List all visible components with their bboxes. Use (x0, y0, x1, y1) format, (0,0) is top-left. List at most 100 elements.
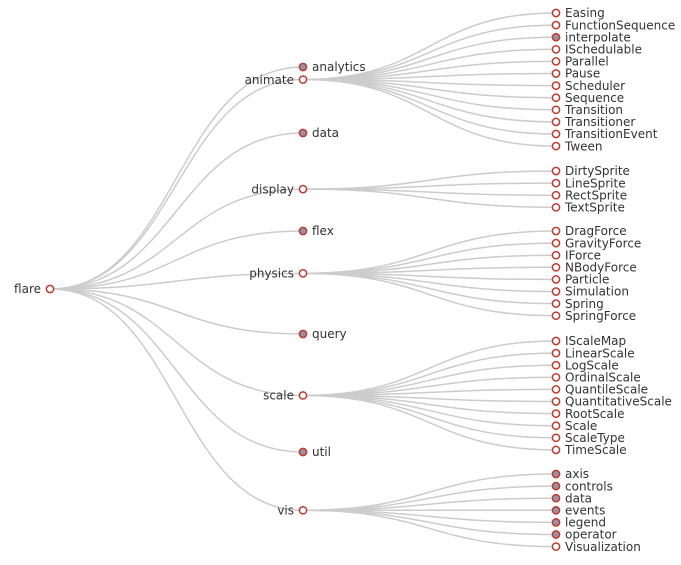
node-circle[interactable] (551, 518, 561, 527)
node-scale-rootscale[interactable]: RootScale (551, 407, 624, 421)
node-vis[interactable]: vis (277, 504, 308, 518)
node-circle[interactable] (551, 360, 561, 370)
node-circle[interactable] (551, 238, 561, 248)
node-vis-data[interactable]: data (551, 491, 592, 505)
node-circle[interactable] (551, 32, 561, 42)
node-circle[interactable] (551, 141, 561, 151)
node-animate-scheduler[interactable]: Scheduler (551, 79, 625, 93)
node-circle[interactable] (551, 348, 561, 358)
node-circle[interactable] (551, 409, 561, 418)
node-circle[interactable] (298, 75, 308, 84)
node-circle[interactable] (551, 250, 561, 260)
node-animate-ischedulable[interactable]: ISchedulable (551, 43, 642, 57)
node-circle[interactable] (551, 44, 561, 54)
node-display-linesprite[interactable]: LineSprite (551, 176, 626, 190)
node-animate-tween[interactable]: Tween (551, 139, 603, 153)
node-circle[interactable] (551, 542, 561, 551)
node-util[interactable]: util (298, 445, 331, 459)
node-scale-linearscale[interactable]: LinearScale (551, 346, 635, 360)
node-animate[interactable]: animate (245, 73, 308, 87)
node-circle[interactable] (551, 372, 561, 382)
node-display[interactable]: display (251, 182, 308, 196)
node-physics-iforce[interactable]: IForce (551, 248, 601, 262)
node-animate-parallel[interactable]: Parallel (551, 55, 609, 69)
node-physics-gravityforce[interactable]: GravityForce (551, 236, 641, 250)
node-vis-visualization[interactable]: Visualization (551, 540, 641, 554)
node-circle[interactable] (551, 117, 561, 127)
node-flare[interactable]: flare (14, 282, 55, 296)
node-animate-pause[interactable]: Pause (551, 67, 600, 81)
node-query[interactable]: query (298, 327, 347, 341)
node-circle[interactable] (551, 505, 561, 515)
node-circle[interactable] (551, 202, 561, 212)
node-circle[interactable] (551, 336, 561, 346)
node-circle[interactable] (551, 397, 561, 406)
node-scale-scaletype[interactable]: ScaleType (551, 431, 625, 445)
node-flex[interactable]: flex (298, 224, 334, 238)
node-display-textsprite[interactable]: TextSprite (551, 201, 625, 215)
node-circle[interactable] (551, 190, 561, 200)
node-circle[interactable] (551, 178, 561, 188)
node-scale-quantitativescale[interactable]: QuantitativeScale (551, 395, 672, 409)
node-scale-iscalemap[interactable]: IScaleMap (551, 334, 626, 348)
node-analytics[interactable]: analytics (298, 60, 366, 74)
node-circle[interactable] (298, 184, 308, 194)
node-circle[interactable] (551, 421, 561, 431)
node-vis-axis[interactable]: axis (551, 467, 589, 481)
node-physics-nbodyforce[interactable]: NBodyForce (551, 261, 637, 275)
node-circle[interactable] (298, 269, 308, 278)
node-circle[interactable] (551, 287, 561, 296)
node-scale-logscale[interactable]: LogScale (551, 358, 619, 372)
node-circle[interactable] (551, 8, 561, 18)
node-display-dirtysprite[interactable]: DirtySprite (551, 164, 630, 178)
node-vis-events[interactable]: events (551, 504, 605, 518)
node-data[interactable]: data (298, 126, 339, 140)
node-circle[interactable] (551, 262, 561, 272)
node-physics[interactable]: physics (249, 267, 308, 281)
node-vis-operator[interactable]: operator (551, 528, 617, 542)
node-vis-controls[interactable]: controls (551, 479, 613, 493)
node-animate-functionsequence[interactable]: FunctionSequence (551, 18, 675, 32)
node-circle[interactable] (298, 226, 308, 236)
node-circle[interactable] (551, 481, 561, 491)
node-circle[interactable] (551, 20, 561, 30)
node-circle[interactable] (551, 105, 561, 115)
node-scale[interactable]: scale (263, 389, 308, 403)
node-circle[interactable] (551, 299, 561, 308)
node-physics-simulation[interactable]: Simulation (551, 285, 629, 299)
node-circle[interactable] (551, 530, 561, 539)
node-circle[interactable] (298, 329, 308, 339)
node-vis-legend[interactable]: legend (551, 516, 606, 530)
node-physics-dragforce[interactable]: DragForce (551, 224, 627, 238)
node-circle[interactable] (551, 433, 561, 443)
node-scale-ordinalscale[interactable]: OrdinalScale (551, 371, 641, 385)
node-animate-transition[interactable]: Transition (551, 103, 623, 117)
node-circle[interactable] (551, 69, 561, 78)
node-scale-quantilescale[interactable]: QuantileScale (551, 383, 648, 397)
node-circle[interactable] (298, 62, 308, 72)
node-animate-sequence[interactable]: Sequence (551, 91, 624, 105)
node-physics-spring[interactable]: Spring (551, 297, 604, 311)
node-animate-easing[interactable]: Easing (551, 6, 605, 20)
node-animate-transitionevent[interactable]: TransitionEvent (551, 127, 658, 141)
node-circle[interactable] (45, 284, 55, 294)
node-circle[interactable] (551, 129, 561, 139)
node-circle[interactable] (551, 226, 561, 236)
node-circle[interactable] (551, 275, 561, 284)
node-circle[interactable] (551, 445, 561, 455)
node-physics-particle[interactable]: Particle (551, 273, 609, 287)
node-scale-timescale[interactable]: TimeScale (551, 443, 627, 457)
node-animate-transitioner[interactable]: Transitioner (551, 115, 635, 129)
node-circle[interactable] (298, 447, 308, 457)
node-circle[interactable] (298, 391, 308, 400)
node-physics-springforce[interactable]: SpringForce (551, 309, 636, 323)
node-circle[interactable] (551, 385, 561, 394)
node-animate-interpolate[interactable]: interpolate (551, 30, 631, 44)
node-circle[interactable] (551, 81, 561, 90)
node-circle[interactable] (298, 128, 308, 138)
node-circle[interactable] (298, 505, 308, 515)
node-circle[interactable] (551, 166, 561, 176)
node-scale-scale[interactable]: Scale (551, 419, 597, 433)
node-circle[interactable] (551, 493, 561, 503)
node-circle[interactable] (551, 57, 561, 66)
